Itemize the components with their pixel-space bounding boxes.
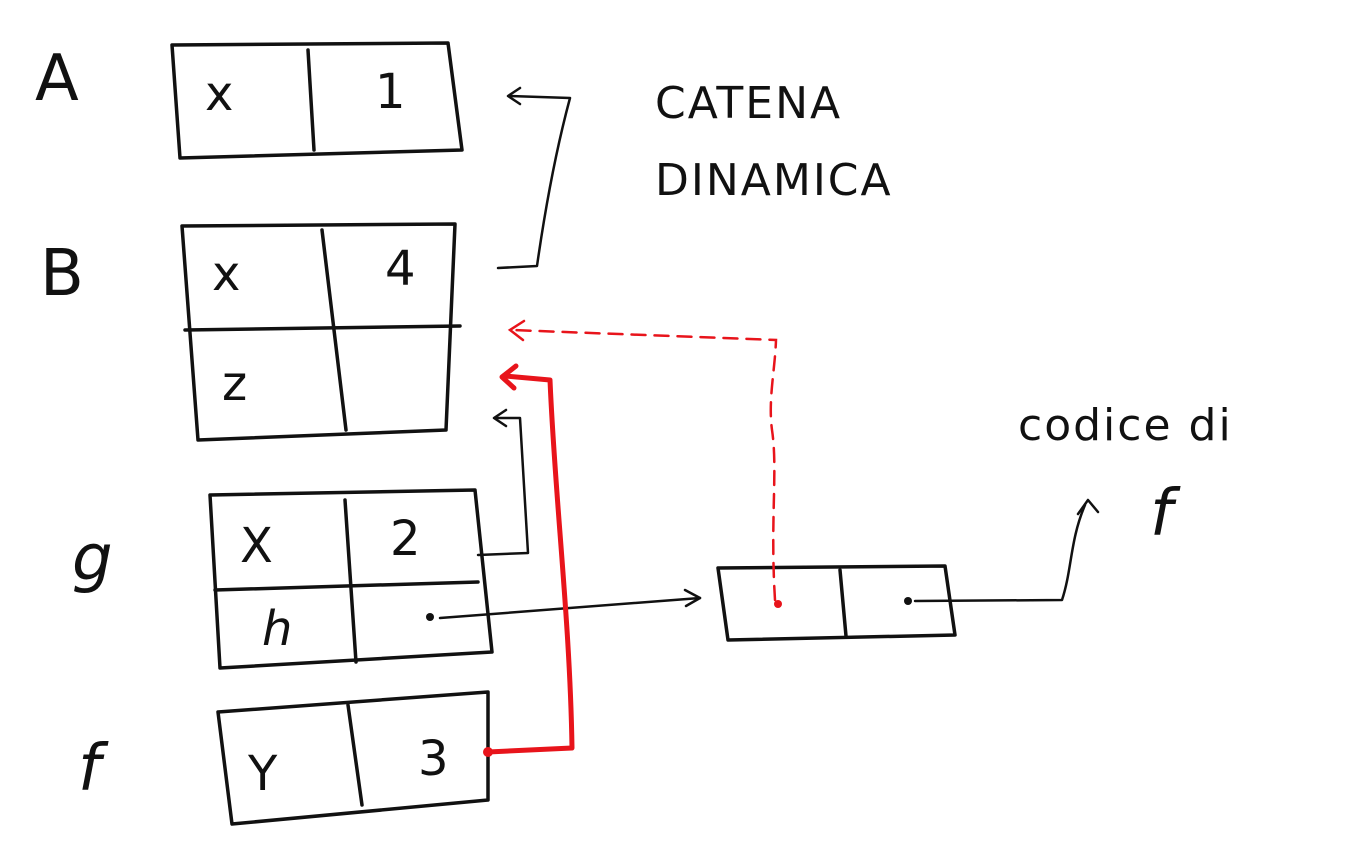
static-chain-arrow-f-to-b: [483, 363, 575, 757]
frame-a-value-1: 1: [375, 64, 406, 120]
frame-f-box: [216, 690, 490, 826]
frame-label-b: B: [40, 237, 84, 311]
closure-record-h: [716, 564, 957, 642]
frame-f-name-y: Y: [247, 746, 278, 802]
dynamic-chain-label-line2: DINAMICA: [655, 155, 893, 206]
frame-b-value-4: 4: [385, 241, 416, 297]
dynamic-chain-arrow-b-to-a: [496, 86, 572, 270]
frame-a: x 1: [170, 41, 464, 160]
closure-to-code-arrow: [913, 498, 1100, 603]
frame-g-value-2: 2: [390, 511, 421, 567]
frame-label-g: g: [72, 522, 113, 596]
frame-b-row-divider: [183, 324, 462, 332]
code-label-line1: codice di: [1018, 400, 1233, 451]
dynamic-chain-label-line1: CATENA: [655, 78, 842, 129]
frame-b-col-divider: [320, 228, 348, 432]
frame-g-name-h: h: [262, 601, 292, 657]
frame-g-row-divider: [213, 580, 480, 592]
frame-g-col-divider: [343, 498, 358, 664]
closure-divider: [838, 568, 848, 638]
closure-box: [716, 564, 957, 642]
dynamic-chain-arrow-g-to-b: [476, 408, 530, 557]
frame-a-divider: [306, 48, 316, 152]
frame-f: Y 3: [216, 690, 490, 826]
frame-b-box: [180, 222, 457, 442]
frame-g-name-x: X: [240, 518, 273, 574]
h-to-closure-arrow: [438, 588, 702, 620]
code-label-line2: f: [1150, 477, 1181, 551]
frame-a-name-x: x: [205, 66, 233, 122]
frame-b: x 4 z: [180, 222, 462, 442]
frame-g-h-pointer-dot: [426, 613, 434, 621]
frame-f-col-divider: [346, 703, 364, 807]
frame-f-value-3: 3: [418, 731, 449, 787]
closure-code-pointer-dot: [904, 597, 912, 605]
frame-a-box: [170, 41, 464, 160]
frame-label-f: f: [78, 732, 109, 806]
frame-b-name-x: x: [212, 246, 240, 302]
frame-b-name-z: z: [222, 356, 247, 412]
frame-g-box: [208, 488, 494, 670]
closure-env-pointer-dot: [774, 600, 782, 608]
frame-g: X 2 h: [208, 488, 494, 670]
frame-label-a: A: [35, 42, 79, 116]
static-chain-arrow-closure-to-b: [507, 319, 778, 602]
